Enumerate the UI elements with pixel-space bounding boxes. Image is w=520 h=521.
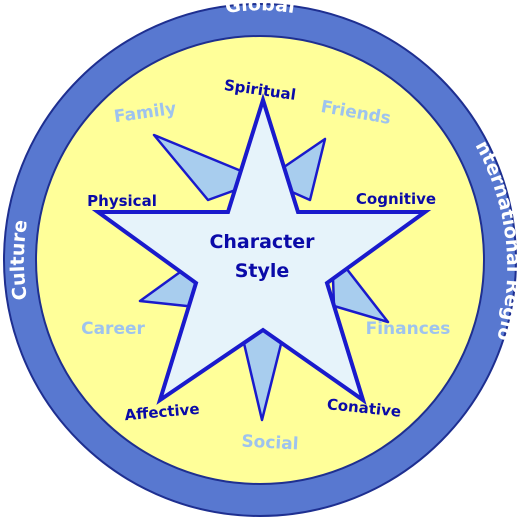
label-cognitive: Cognitive (356, 190, 436, 208)
label-physical: Physical (87, 192, 157, 210)
label-finances: Finances (366, 319, 451, 339)
front-star (91, 93, 432, 405)
ring-label-global: Global (224, 0, 297, 18)
label-career: Career (81, 319, 145, 339)
center-label-line2: Style (235, 260, 290, 282)
label-social: Social (241, 432, 299, 455)
center-label-line1: Character (209, 231, 315, 253)
ring-label-culture: Culture (7, 218, 32, 301)
